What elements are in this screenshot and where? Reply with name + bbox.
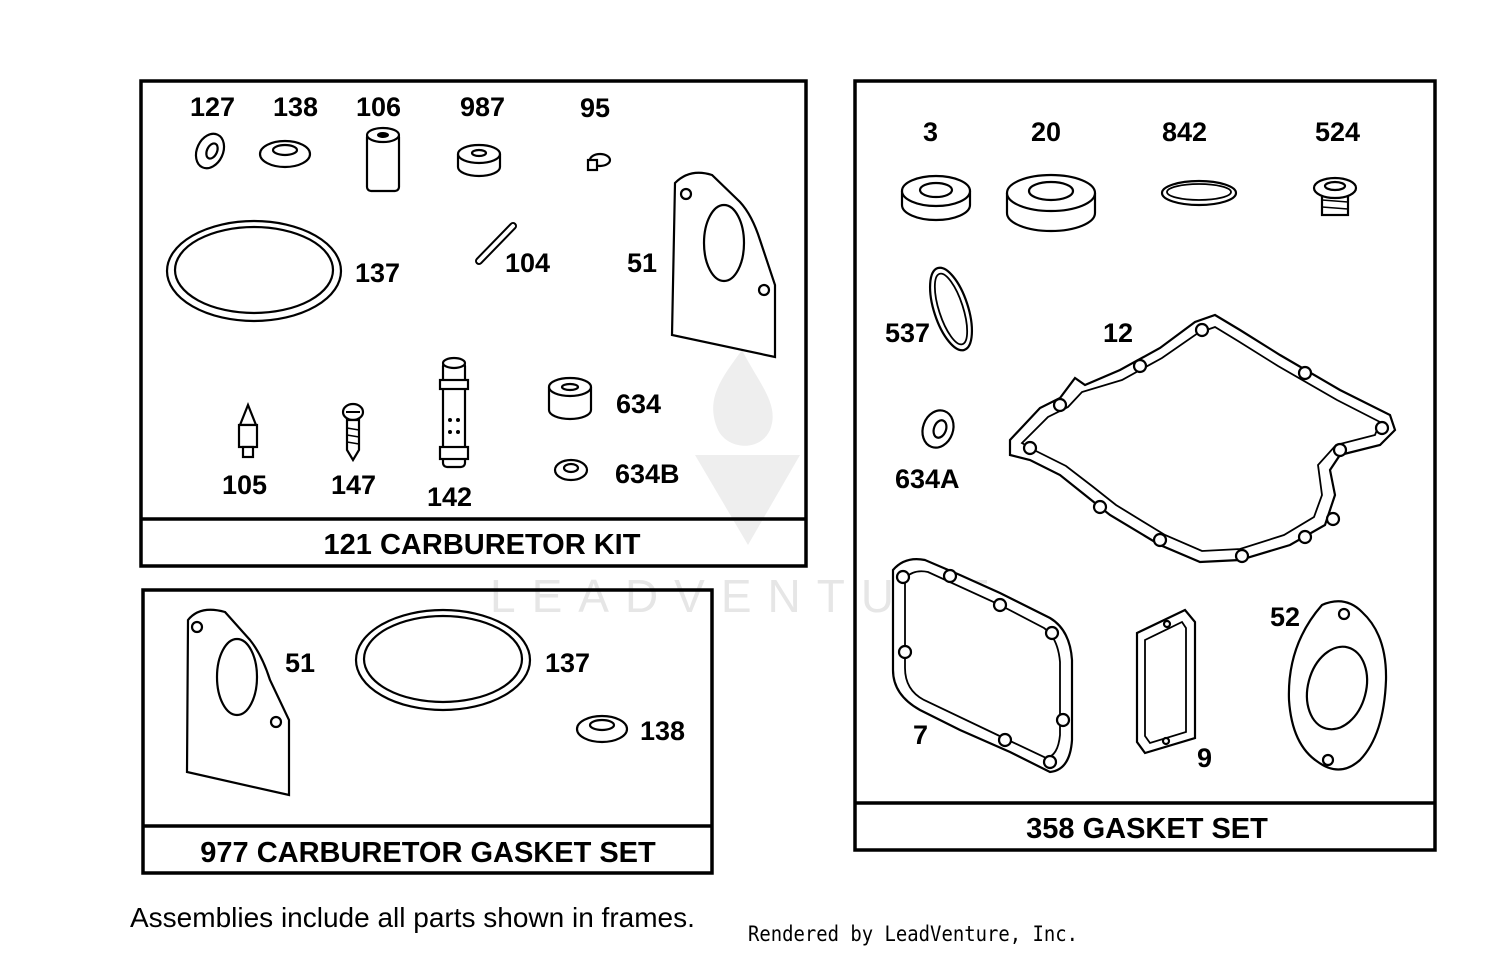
part-51-gasket-set[interactable]: 51 [185,608,315,797]
part-label-147: 147 [331,470,376,500]
part-106[interactable]: 106 [356,92,401,193]
part-147[interactable]: 147 [331,402,376,500]
part-label-842: 842 [1162,117,1207,147]
part-51[interactable]: 51 [627,171,777,359]
gasket-set-border [853,79,1437,852]
part-137-gasket-set[interactable]: 137 [354,608,590,712]
part-634b[interactable]: 634B [553,458,680,489]
part-label-7: 7 [913,720,928,750]
part-3[interactable]: 3 [900,117,972,222]
part-987[interactable]: 987 [456,92,505,178]
gasket-set-title: 358 GASKET SET [1026,813,1268,845]
carburetor-kit-border [139,79,808,568]
carburetor-kit-frame: 121 CARBURETOR KIT 127 138 106 987 [139,79,808,568]
part-label-52: 52 [1270,602,1300,632]
part-138-gasket-set[interactable]: 138 [575,714,685,746]
part-142[interactable]: 142 [427,356,472,512]
part-label-3: 3 [923,117,938,147]
part-label-634: 634 [616,389,661,419]
part-label-20: 20 [1031,117,1061,147]
part-138[interactable]: 138 [258,92,318,169]
part-label-127: 127 [190,92,235,122]
render-credit: Rendered by LeadVenture, Inc. [748,922,1078,946]
part-9[interactable]: 9 [1135,608,1212,773]
part-20[interactable]: 20 [1005,117,1097,233]
part-label-95: 95 [580,93,610,123]
part-label-137: 137 [355,258,400,288]
part-105[interactable]: 105 [222,402,267,500]
part-label-524: 524 [1315,117,1360,147]
carburetor-gasket-set-border [141,588,714,875]
part-634[interactable]: 634 [547,376,661,421]
watermark-chevron-icon [695,455,800,545]
part-label-12: 12 [1103,318,1133,348]
carburetor-kit-title: 121 CARBURETOR KIT [324,529,641,561]
part-524[interactable]: 524 [1312,117,1360,217]
part-label-634b: 634B [615,459,680,489]
part-137[interactable]: 137 [165,219,400,323]
part-104[interactable]: 104 [475,222,550,278]
part-label-634a: 634A [895,464,960,494]
part-label-104: 104 [505,248,550,278]
part-537[interactable]: 537 [885,263,980,355]
part-842[interactable]: 842 [1160,117,1238,207]
part-label-142: 142 [427,482,472,512]
part-label-51-gasket-set: 51 [285,648,315,678]
assembly-note: Assemblies include all parts shown in fr… [130,902,695,933]
part-52[interactable]: 52 [1270,600,1388,771]
part-label-9: 9 [1197,743,1212,773]
carburetor-gasket-set-frame: 977 CARBURETOR GASKET SET 51 137 138 [141,588,714,875]
part-634a[interactable]: 634A [895,406,960,494]
part-95[interactable]: 95 [580,93,612,172]
part-label-537: 537 [885,318,930,348]
watermark-flame-icon [713,350,773,446]
part-label-138-gasket-set: 138 [640,716,685,746]
part-12[interactable]: 12 [1008,313,1397,564]
gasket-set-frame: 358 GASKET SET 3 20 842 524 [853,79,1437,852]
carburetor-gasket-set-title: 977 CARBURETOR GASKET SET [200,837,656,869]
part-127[interactable]: 127 [190,92,235,173]
part-7[interactable]: 7 [891,558,1074,774]
part-label-138: 138 [273,92,318,122]
part-label-105: 105 [222,470,267,500]
part-label-106: 106 [356,92,401,122]
part-label-987: 987 [460,92,505,122]
part-label-137-gasket-set: 137 [545,648,590,678]
part-label-51: 51 [627,248,657,278]
